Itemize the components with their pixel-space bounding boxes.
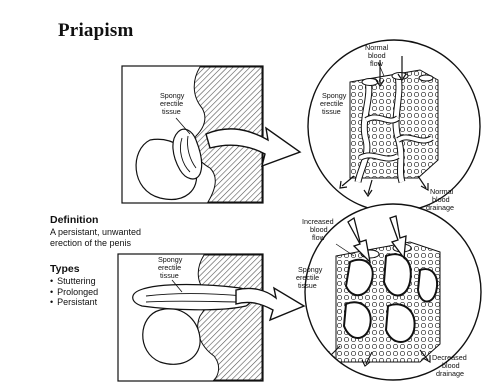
top-circle-flow-label-3: flow [370, 59, 384, 68]
top-panel-tissue-label-3: tissue [162, 107, 181, 116]
bottom-circle-tissue-label-3: tissue [298, 281, 317, 290]
bottom-circle-detail: Increased blood flow Spongy erectile tis… [296, 204, 481, 380]
bottom-circle-flow-label-3: flow [312, 233, 326, 242]
top-circle-drainage-label-3: drainage [426, 203, 454, 212]
bottom-anatomy-panel: Spongy erectile tissue [118, 254, 263, 381]
bottom-penis [133, 285, 252, 310]
top-circle-detail: Normal blood flow Spongy erectile tissue… [308, 40, 480, 212]
bottom-circle-drainage-label-3: drainage [436, 369, 464, 378]
top-circle-tissue-label-3: tissue [322, 107, 341, 116]
bottom-panel-tissue-label-3: tissue [160, 271, 179, 280]
